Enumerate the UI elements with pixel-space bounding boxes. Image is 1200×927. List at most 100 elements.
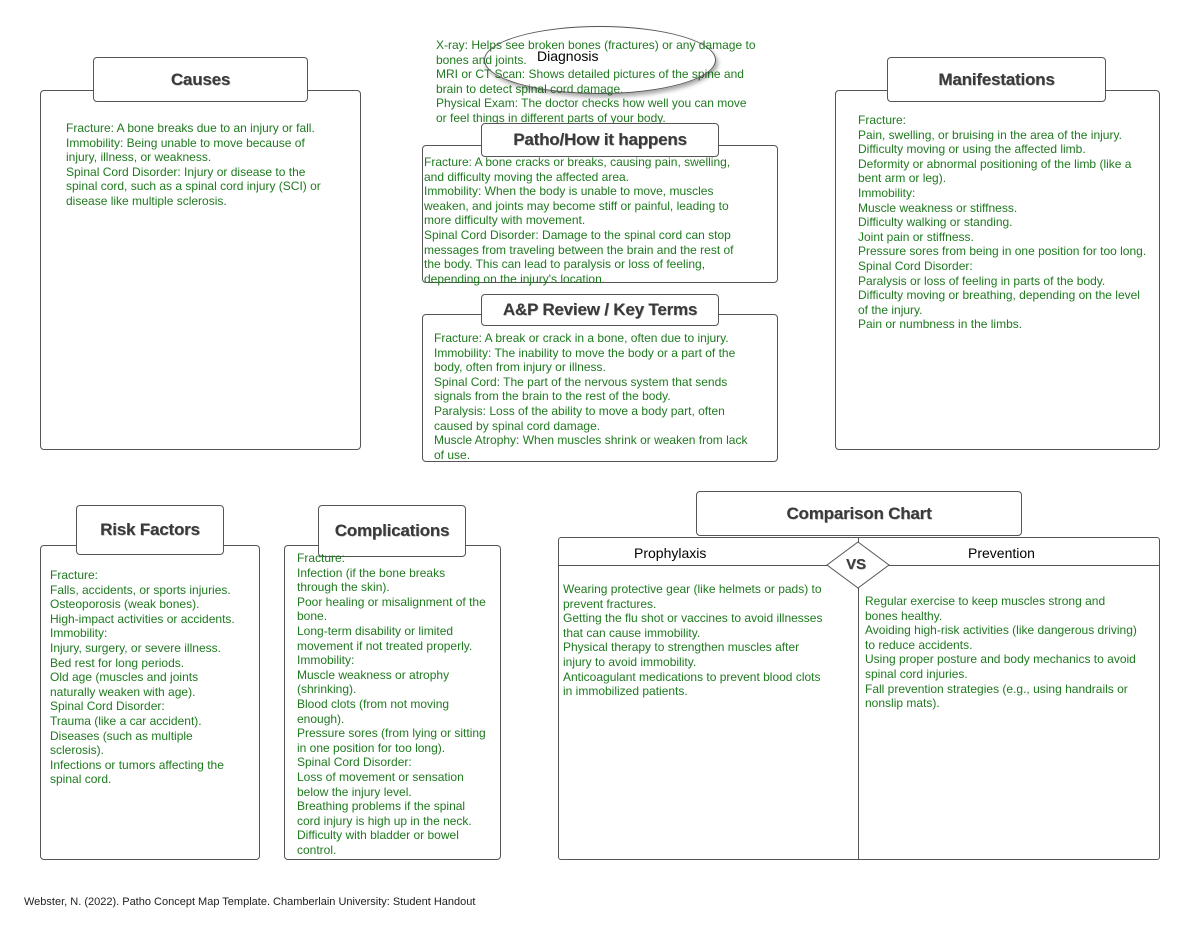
text-line: the body. This can lead to paralysis or … <box>424 257 706 272</box>
text-line: and difficulty moving the affected area. <box>424 169 630 184</box>
text-line: Difficulty walking or standing. <box>858 215 1013 230</box>
causes-box <box>40 90 361 450</box>
comparison-chart-box <box>558 537 1160 860</box>
text-line: Physical therapy to strengthen muscles a… <box>563 640 800 655</box>
text-line: Falls, accidents, or sports injuries. <box>50 582 231 597</box>
text-line: Poor healing or misalignment of the <box>297 594 486 609</box>
prophylaxis-header: Prophylaxis <box>634 545 707 561</box>
patho-text: Fracture: A bone cracks or breaks, causi… <box>424 155 778 286</box>
prevention-text: Regular exercise to keep muscles strong … <box>865 594 1159 711</box>
complications-box <box>284 545 501 860</box>
text-line: Paralysis or loss of feeling in parts of… <box>858 273 1106 288</box>
text-line: more difficulty with movement. <box>424 213 586 228</box>
text-line: prevent fractures. <box>563 596 657 611</box>
comparison-column-divider <box>858 537 859 860</box>
text-line: below the injury level. <box>297 784 412 799</box>
text-line: Regular exercise to keep muscles strong … <box>865 594 1106 608</box>
diagnosis-oval <box>484 26 716 94</box>
text-line: Pressure sores (from lying or sitting <box>297 726 486 741</box>
text-line: Paralysis: Loss of the ability to move a… <box>434 403 725 418</box>
text-line: depending on the injury's location. <box>424 271 606 286</box>
risk-factors-title: Risk Factors <box>76 505 224 555</box>
text-line: Immobility: When the body is unable to m… <box>424 184 714 199</box>
vs-diamond <box>826 541 890 589</box>
ap-review-title: A&P Review / Key Terms <box>481 294 719 326</box>
text-line: movement if not treated properly. <box>297 638 473 653</box>
text-line: Difficulty moving or using the affected … <box>858 142 1086 157</box>
text-line: Joint pain or stiffness. <box>858 229 974 244</box>
text-line: Spinal Cord Disorder: <box>50 699 165 714</box>
text-line: Anticoagulant medications to prevent blo… <box>563 669 821 684</box>
text-line: Muscle weakness or atrophy <box>297 667 450 682</box>
text-line: Fall prevention strategies (e.g., using … <box>865 681 1128 696</box>
text-line: Infection (if the bone breaks <box>297 565 446 580</box>
text-line: signals from the brain to the rest of th… <box>434 389 671 404</box>
text-line: sclerosis). <box>50 743 105 758</box>
text-line: Spinal Cord Disorder: <box>297 755 412 770</box>
complications-title: Complications <box>318 505 466 557</box>
text-line: Difficulty moving or breathing, dependin… <box>858 288 1140 303</box>
prophylaxis-text: Wearing protective gear (like helmets or… <box>563 582 855 699</box>
text-line: of use. <box>434 447 471 462</box>
text-line: body, often from injury or illness. <box>434 360 606 375</box>
text-line: or feel things in different parts of you… <box>436 110 666 125</box>
text-line: Fracture: A break or crack in a bone, of… <box>434 331 729 345</box>
text-line: Immobility: <box>858 185 916 200</box>
text-line: Loss of movement or sensation <box>297 769 464 784</box>
risk-factors-text: Fracture: Falls, accidents, or sports in… <box>50 568 260 787</box>
text-line: nonslip mats). <box>865 696 940 711</box>
text-line: messages from traveling between the brai… <box>424 242 734 257</box>
text-line: Bed rest for long periods. <box>50 655 185 670</box>
text-line: Fracture: <box>50 568 99 582</box>
text-line: cord injury is high up in the neck. <box>297 813 472 828</box>
text-line: Spinal Cord Disorder: <box>858 258 973 273</box>
text-line: spinal cord injuries. <box>865 666 968 681</box>
text-line: Avoiding high-risk activities (like dang… <box>865 623 1137 638</box>
text-line: Physical Exam: The doctor checks how wel… <box>436 96 747 111</box>
text-line: of the injury. <box>858 302 923 317</box>
text-line: spinal cord. <box>50 772 112 787</box>
text-line: bone. <box>297 609 328 624</box>
vs-label: VS <box>846 556 867 573</box>
diagnosis-title: Diagnosis <box>537 48 599 64</box>
text-line: in one position for too long). <box>297 740 446 755</box>
text-line: Diseases (such as multiple <box>50 728 193 743</box>
text-line: Immobility: Being unable to move because… <box>66 135 305 150</box>
text-line: disease like multiple sclerosis. <box>66 193 227 208</box>
text-line: to reduce accidents. <box>865 637 973 652</box>
text-line: bones healthy. <box>865 608 943 623</box>
text-line: naturally weaken with age). <box>50 684 196 699</box>
citation-footer: Webster, N. (2022). Patho Concept Map Te… <box>24 896 476 908</box>
text-line: bent arm or leg). <box>858 171 947 186</box>
text-line: Fracture: <box>858 113 907 127</box>
text-line: Immobility: <box>50 626 108 641</box>
causes-title: Causes <box>93 57 308 102</box>
text-line: through the skin). <box>297 580 390 595</box>
text-line: (shrinking). <box>297 682 357 697</box>
text-line: Spinal Cord: The part of the nervous sys… <box>434 374 728 389</box>
text-line: Spinal Cord Disorder: Injury or disease … <box>66 164 306 179</box>
text-line: Fracture: A bone breaks due to an injury… <box>66 121 315 135</box>
text-line: that can cause immobility. <box>563 625 701 640</box>
text-line: Old age (muscles and joints <box>50 670 199 685</box>
text-line: injury to avoid immobility. <box>563 654 697 669</box>
prevention-header: Prevention <box>968 545 1035 561</box>
text-line: High-impact activities or accidents. <box>50 611 235 626</box>
text-line: Osteoporosis (weak bones). <box>50 597 200 612</box>
text-line: control. <box>297 842 337 857</box>
text-line: Getting the flu shot or vaccines to avoi… <box>563 611 823 626</box>
text-line: in immobilized patients. <box>563 684 688 699</box>
ap-review-text: Fracture: A break or crack in a bone, of… <box>434 331 780 462</box>
text-line: enough). <box>297 711 345 726</box>
text-line: Deformity or abnormal positioning of the… <box>858 156 1132 171</box>
text-line: injury, illness, or weakness. <box>66 150 212 165</box>
text-line: Immobility: The inability to move the bo… <box>434 345 736 360</box>
text-line: Pressure sores from being in one positio… <box>858 244 1147 259</box>
text-line: Difficulty with bladder or bowel <box>297 828 459 843</box>
text-line: Blood clots (from not moving <box>297 696 450 711</box>
text-line: Long-term disability or limited <box>297 623 454 638</box>
text-line: Trauma (like a car accident). <box>50 713 202 728</box>
text-line: Using proper posture and body mechanics … <box>865 652 1136 667</box>
causes-text: Fracture: A bone breaks due to an injury… <box>66 121 356 209</box>
text-line: Spinal Cord Disorder: Damage to the spin… <box>424 227 731 242</box>
